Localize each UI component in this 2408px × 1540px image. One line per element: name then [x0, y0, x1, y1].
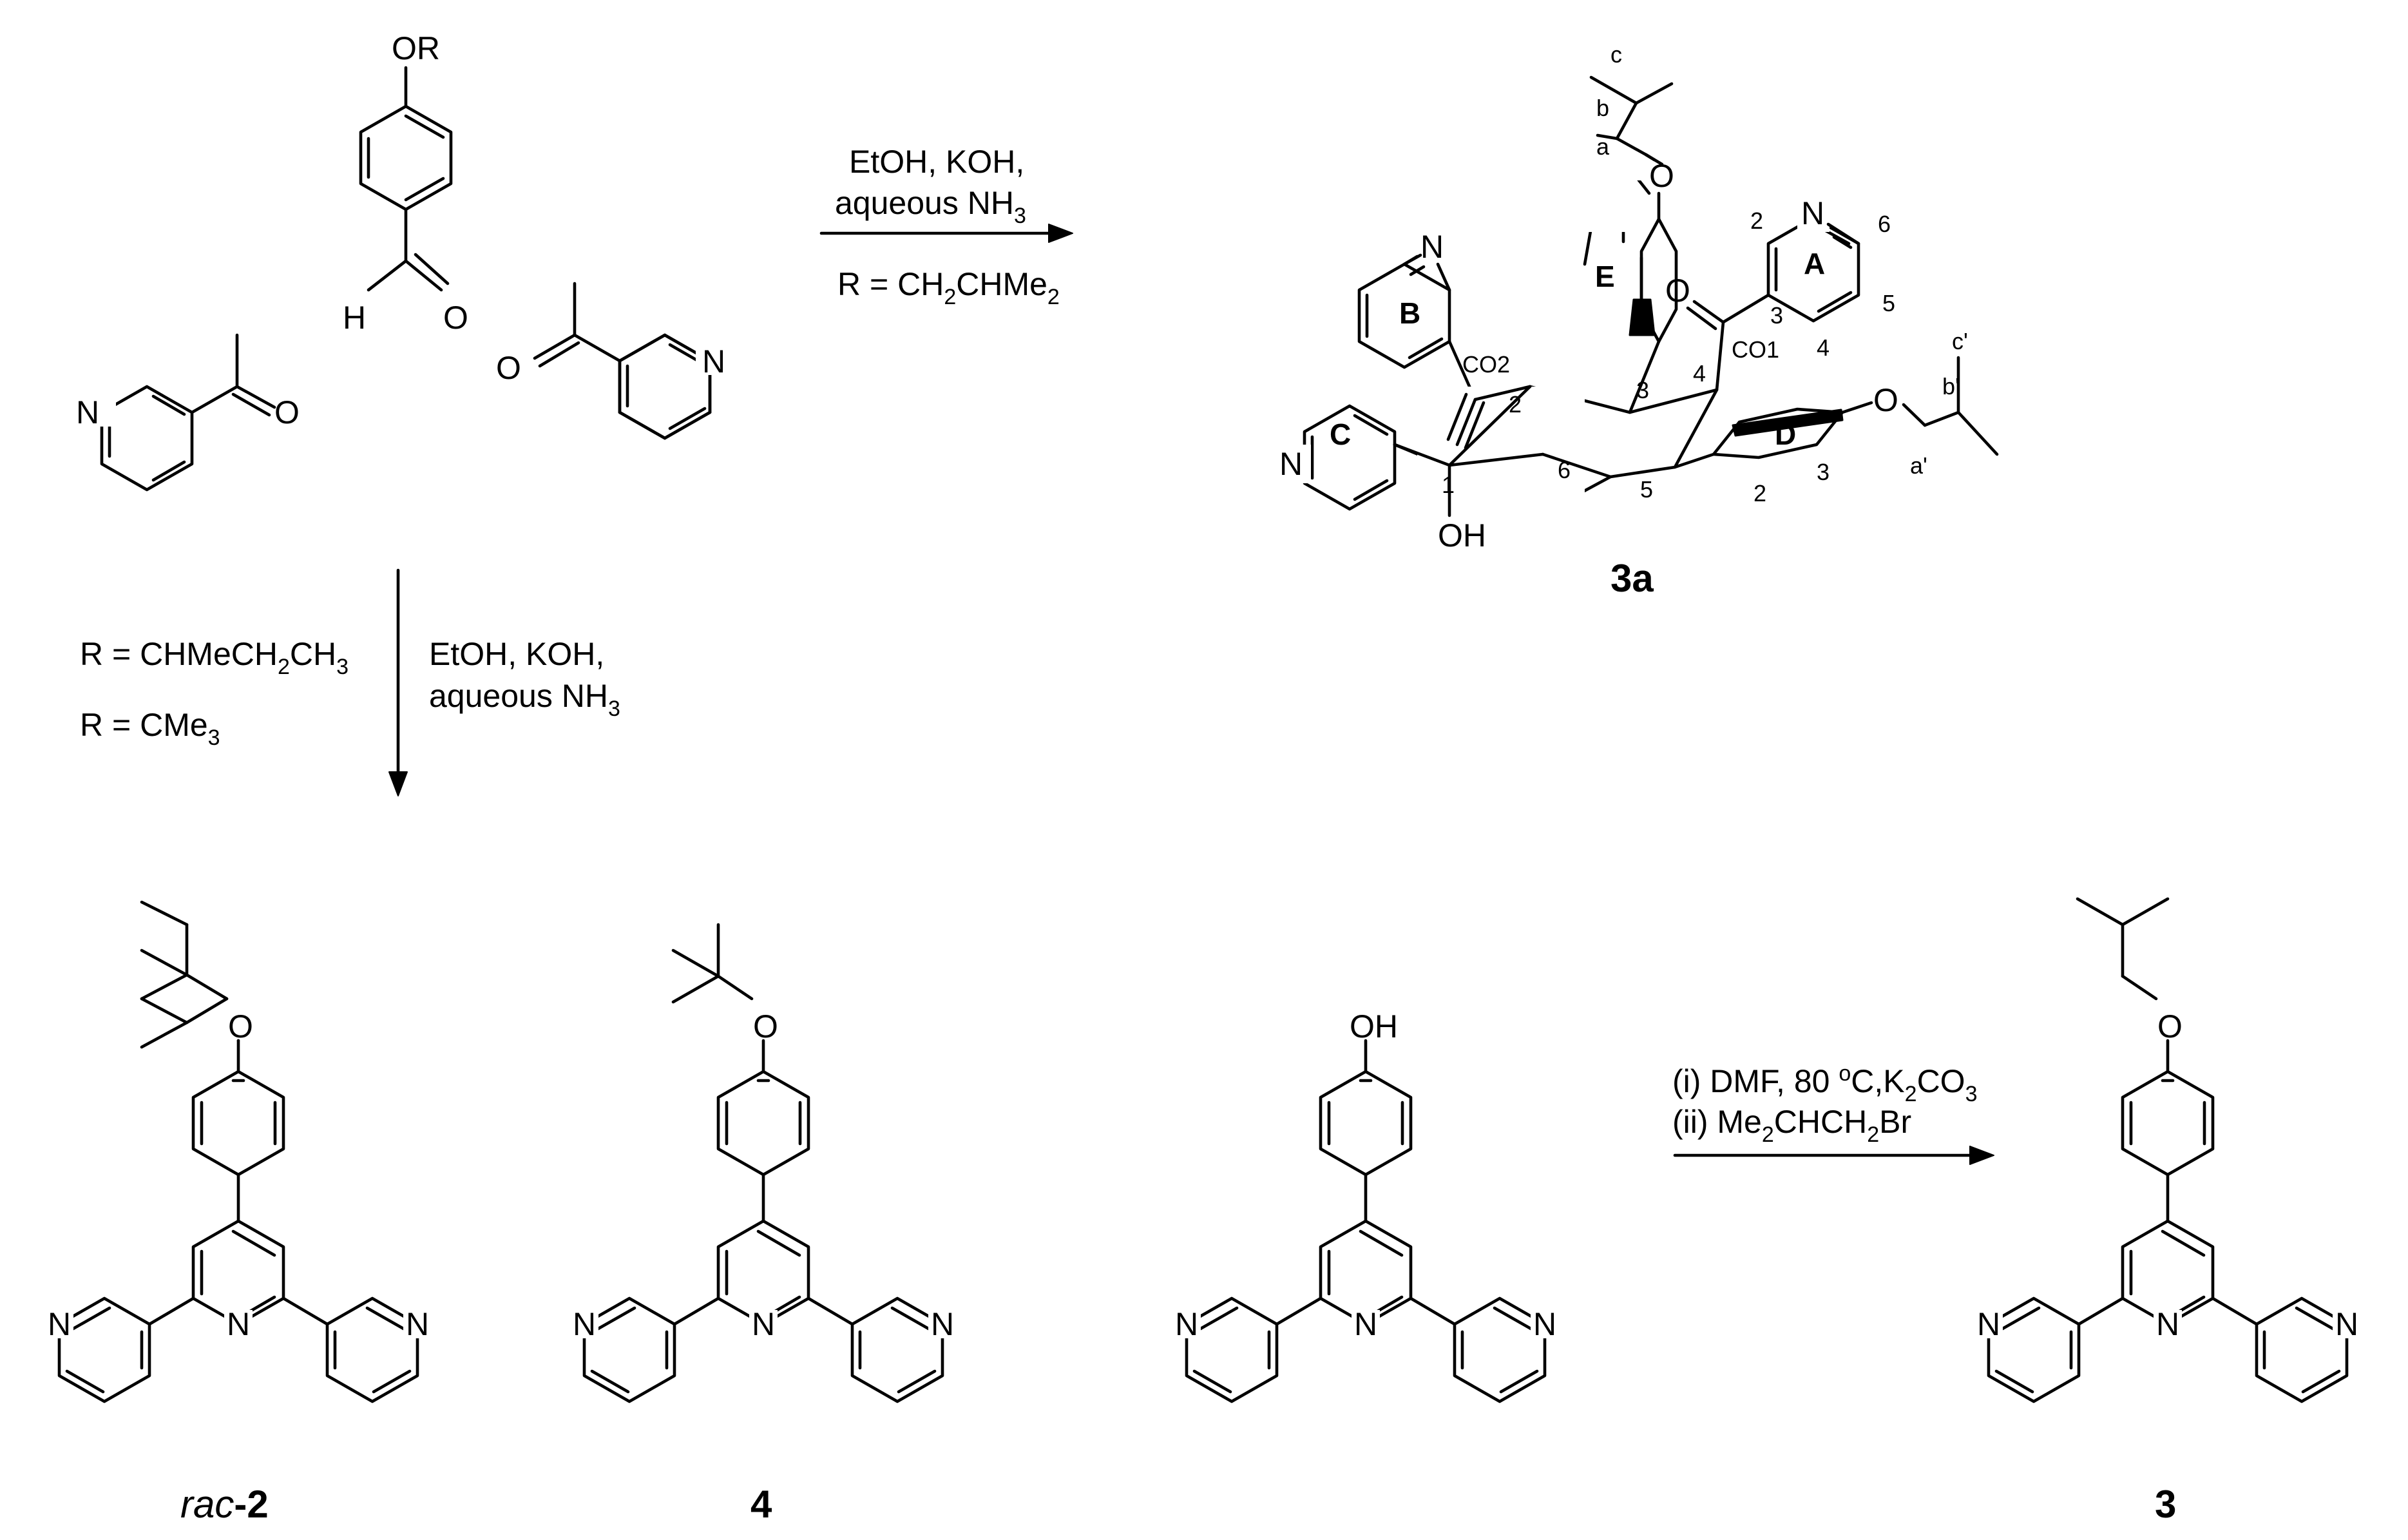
atom-o: O: [753, 1008, 778, 1044]
ring-label-d: D: [1775, 418, 1796, 451]
chain-label-b2: b': [1942, 373, 1960, 399]
chain-label-a: a: [1596, 133, 1610, 160]
ring-label-a: A: [1804, 247, 1825, 280]
ring-d-pos-3: 3: [1817, 459, 1830, 485]
atom-o: O: [228, 1008, 253, 1044]
ring-d-pos-2: 2: [1753, 480, 1766, 506]
compound-3: O: [1974, 897, 2361, 1401]
reaction-arrow-alkylation: [1673, 1146, 1994, 1165]
atom-o: O: [1873, 382, 1898, 418]
atom-h: H: [343, 300, 366, 336]
atom-o: O: [496, 350, 521, 386]
chain-label-c2: c': [1952, 328, 1968, 354]
atom-o: O: [1649, 158, 1674, 194]
core-pos-1: 1: [1442, 472, 1455, 498]
ring-a-pos-5: 5: [1882, 290, 1895, 316]
acetylpyridine-right: O N: [496, 282, 725, 440]
compound-phenol-terpyridine: OH: [1172, 1008, 1559, 1401]
conditions-top: EtOH, KOH, aqueous NH3 R = CH2CHMe2: [835, 144, 1060, 309]
atom-o: O: [2157, 1008, 2183, 1044]
chain-label-a2: a': [1910, 452, 1927, 479]
ring-label-b: B: [1399, 296, 1420, 330]
ring-a-pos-6: 6: [1878, 211, 1891, 237]
atom-n: N: [1801, 195, 1824, 231]
benzaldehyde-structure: OR H O: [343, 30, 468, 336]
ring-a-pos-2: 2: [1750, 207, 1763, 234]
svg-text:R = CMe3: R = CMe3: [80, 707, 220, 750]
svg-text:R = CHMeCH2CH3: R = CHMeCH2CH3: [80, 636, 349, 679]
conditions-down-line1: EtOH, KOH,: [429, 636, 604, 672]
compound-label-3: 3: [2155, 1483, 2176, 1526]
core-pos-4: 4: [1693, 360, 1706, 387]
atom-n: N: [1420, 229, 1444, 265]
label-co1: CO1: [1732, 336, 1779, 363]
reaction-arrow-down: [388, 568, 408, 796]
core-pos-6: 6: [1558, 457, 1571, 483]
reaction-arrow-top: [819, 224, 1073, 243]
svg-text:aqueous NH3: aqueous NH3: [429, 678, 620, 721]
ring-label-e: E: [1595, 260, 1615, 293]
ring-a-pos-3: 3: [1770, 302, 1783, 329]
core-pos-5: 5: [1640, 476, 1653, 503]
atom-n: N: [76, 394, 99, 430]
atom-n: N: [1279, 446, 1303, 482]
svg-text:R = CH2CHMe2: R = CH2CHMe2: [837, 266, 1060, 309]
acetylpyridine-left: N O: [76, 335, 300, 490]
ring-a-pos-4: 4: [1817, 334, 1830, 361]
atom-o: O: [1665, 273, 1690, 309]
compound-label-4: 4: [750, 1483, 772, 1526]
compound-rac-2: O: [45, 900, 432, 1401]
svg-text:(i) DMF, 80 oC,K2CO3: (i) DMF, 80 oC,K2CO3: [1672, 1061, 1977, 1106]
atom-o: O: [443, 300, 468, 336]
compound-label-3a: 3a: [1610, 557, 1654, 600]
compound-3a: c b a O E O CO2 O CO1 N A: [1279, 41, 1999, 553]
compound-label-rac-2: rac-2: [180, 1483, 269, 1526]
svg-text:(ii) Me2CHCH2Br: (ii) Me2CHCH2Br: [1672, 1104, 1911, 1147]
atom-o: O: [274, 394, 300, 430]
atom-oh: OH: [1350, 1008, 1398, 1044]
ring-label-c: C: [1330, 418, 1351, 451]
compound-4: O: [570, 923, 957, 1401]
chain-label-b: b: [1596, 95, 1609, 121]
chain-label-c: c: [1610, 41, 1622, 68]
atom-n: N: [702, 343, 725, 380]
atom-oh: OH: [1438, 517, 1486, 553]
atom-or: OR: [392, 30, 440, 66]
conditions-line: EtOH, KOH,: [849, 144, 1024, 180]
svg-text:aqueous NH3: aqueous NH3: [835, 185, 1026, 228]
core-pos-2: 2: [1509, 391, 1522, 418]
core-pos-3: 3: [1636, 377, 1649, 403]
label-co2: CO2: [1462, 351, 1510, 378]
